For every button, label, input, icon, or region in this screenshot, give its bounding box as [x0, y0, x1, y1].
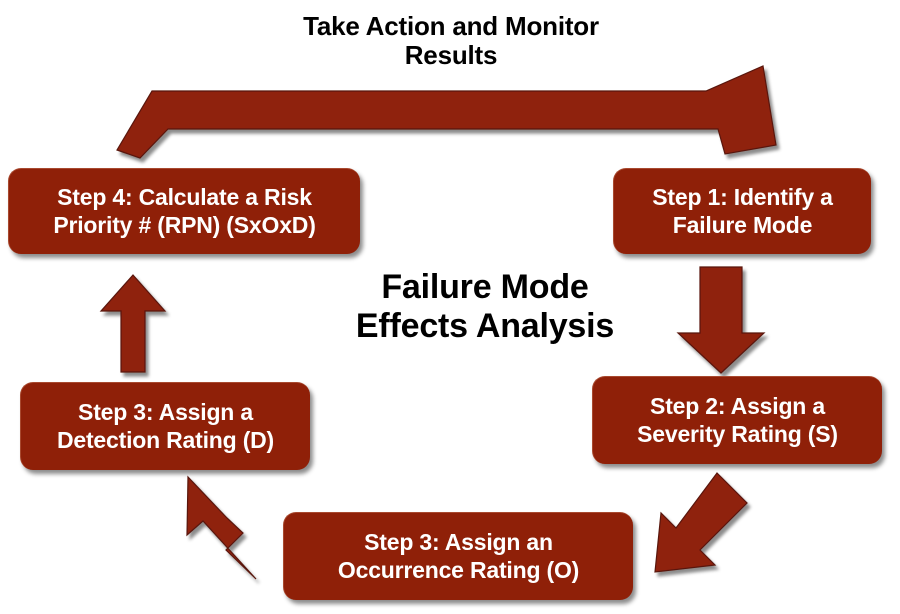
arrow-step2-step3o-icon	[654, 472, 748, 573]
arrow-top-elbow-icon	[116, 65, 777, 159]
step-box-step2[interactable]: Step 2: Assign a Severity Rating (S)	[592, 376, 882, 464]
step-box-step3-occurrence[interactable]: Step 3: Assign an Occurrence Rating (O)	[283, 512, 633, 600]
arrow-step1-step2-icon	[676, 266, 766, 374]
arrow-step3o-step3d-icon	[186, 475, 257, 580]
cycle-title: Take Action and Monitor Results	[303, 11, 599, 71]
center-title: Failure Mode Effects Analysis	[355, 268, 615, 345]
step-box-step3-detection[interactable]: Step 3: Assign a Detection Rating (D)	[20, 382, 310, 470]
step-box-step4[interactable]: Step 4: Calculate a Risk Priority # (RPN…	[8, 168, 360, 254]
arrow-step3d-step4-icon	[99, 274, 167, 373]
step-box-step1[interactable]: Step 1: Identify a Failure Mode	[613, 168, 871, 254]
